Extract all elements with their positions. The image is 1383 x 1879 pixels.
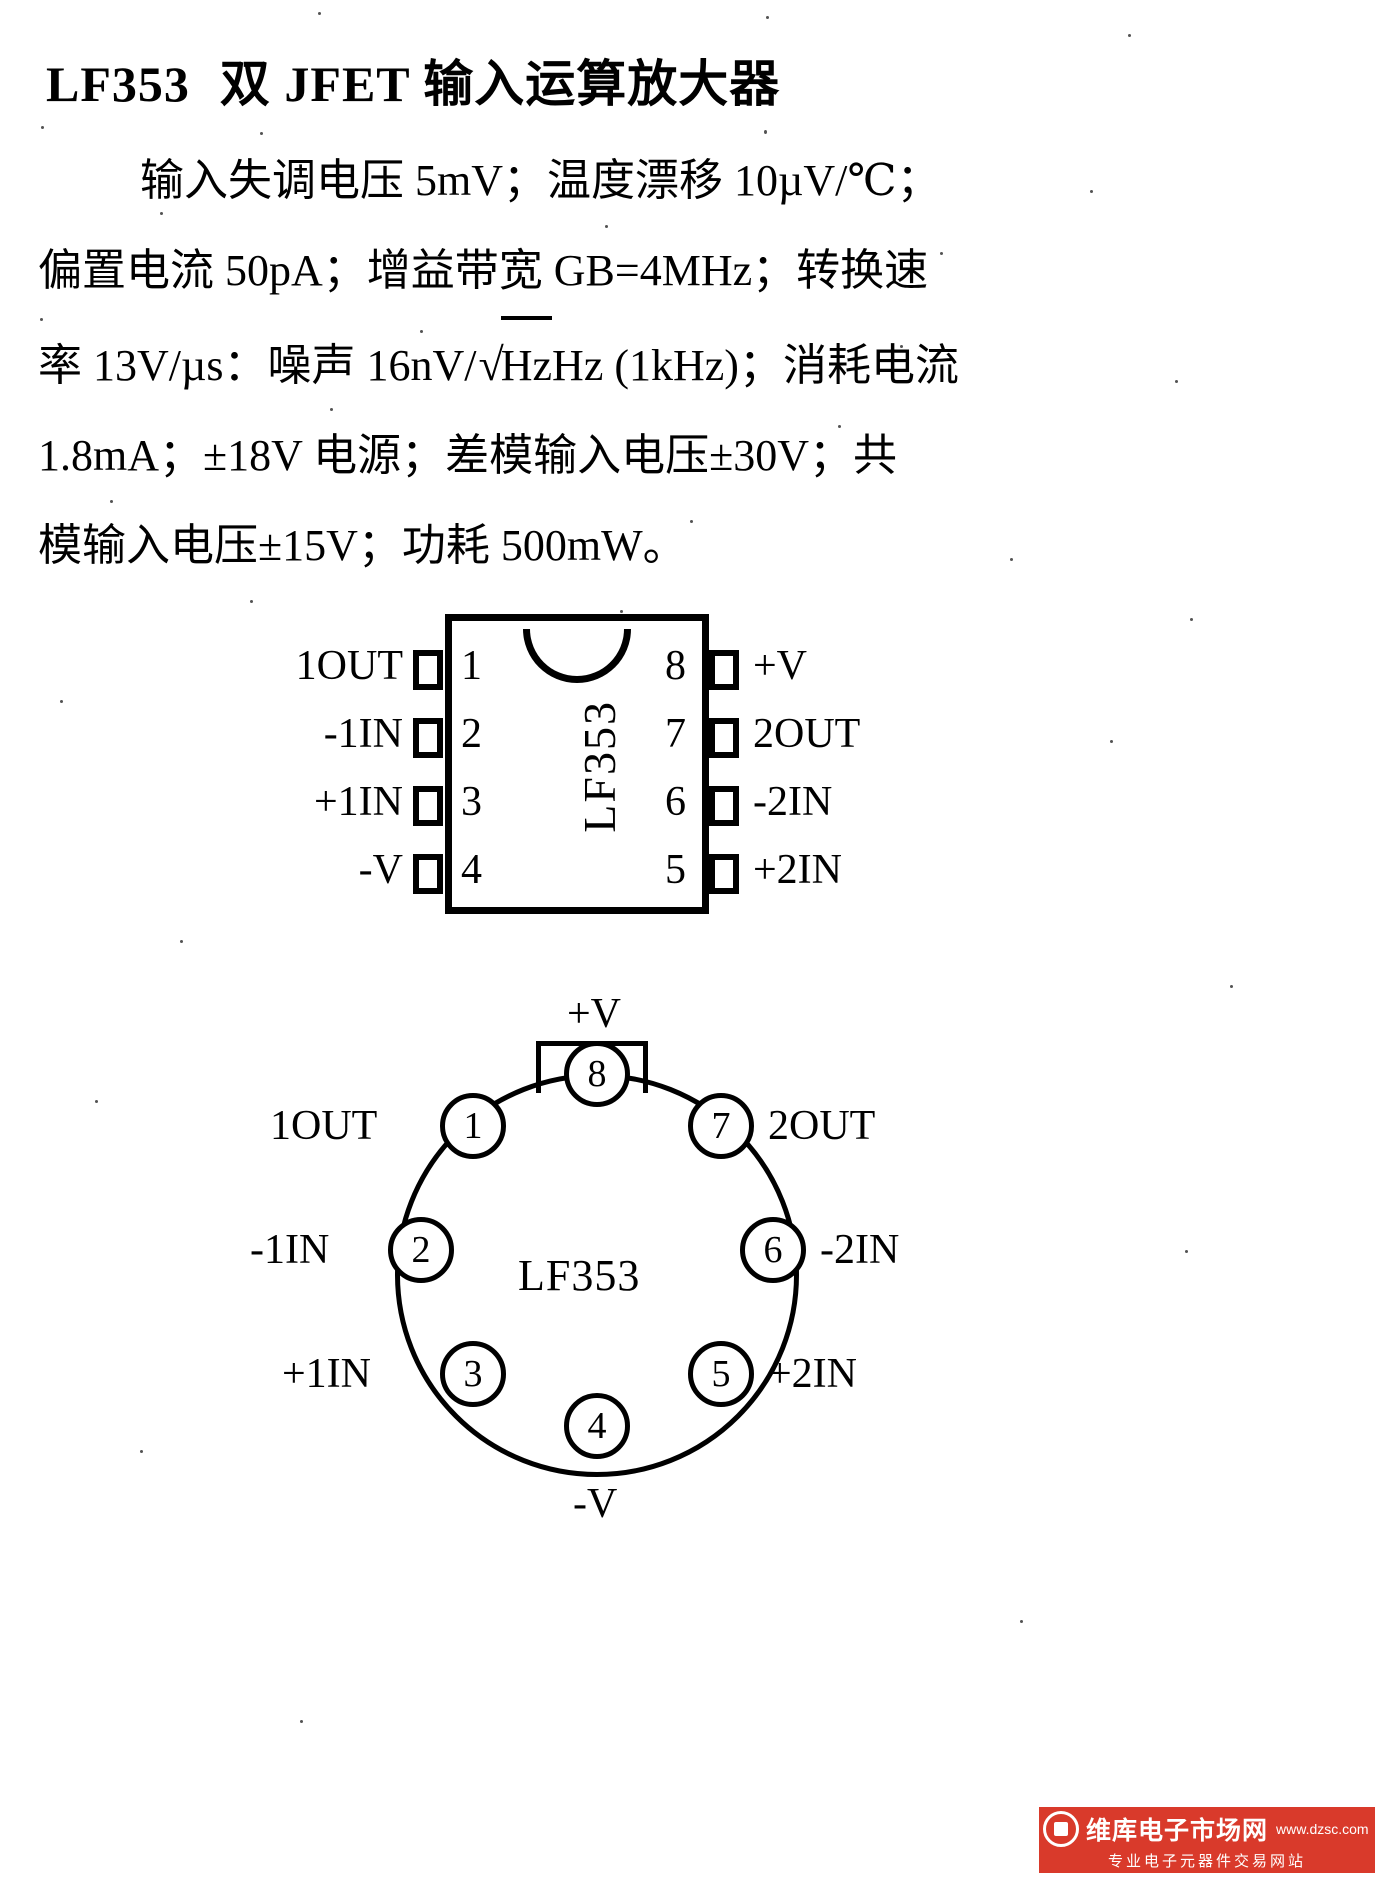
scan-speck (420, 330, 423, 333)
dip-package-diagram: LF353 1 1OUT 2 -1IN 3 +1IN 4 -V 8 +V 7 2… (255, 600, 1135, 930)
watermark-url: www.dzsc.com (1276, 1821, 1369, 1837)
dip-pin-label-plus1in: +1IN (313, 779, 403, 825)
spec-line-2: 偏置电流 50pA；增益带宽 GB=4MHz；转换速 (38, 246, 929, 295)
can-pin-label-1out: 1OUT (270, 1103, 378, 1149)
watermark-tagline: 专业电子元器件交易网站 (1039, 1851, 1375, 1873)
scan-speck (95, 1100, 98, 1103)
dip-chip-name-label: LF353 (574, 700, 625, 833)
scan-speck (838, 425, 841, 428)
can-chip-name-label: LF353 (518, 1251, 641, 1300)
page-title: LF353 双 JFET 输入运算放大器 (46, 44, 780, 116)
dip-pin-number-3: 3 (461, 779, 482, 825)
radicand: Hz (500, 316, 553, 411)
can-pin-4: 4 (564, 1393, 630, 1459)
spec-line-3-prefix: 率 13V/µs：噪声 16nV/ (38, 341, 477, 390)
spec-line-3: 率 13V/µs：噪声 16nV/√HzHz (1kHz)；消耗电流 (38, 316, 1163, 411)
watermark: 维库电子市场网 www.dzsc.com 专业电子元器件交易网站 (1039, 1807, 1375, 1873)
scan-speck (620, 610, 623, 613)
dip-pin-number-4: 4 (461, 847, 482, 893)
scan-speck (260, 132, 263, 135)
dip-pin-number-6: 6 (665, 779, 686, 825)
can-pin-label-minus1in: -1IN (250, 1227, 330, 1273)
spec-line-5: 模输入电压±15V；功耗 500mW。 (38, 521, 687, 570)
scan-speck (1230, 985, 1233, 988)
scan-speck (1090, 190, 1093, 193)
scan-speck (180, 940, 183, 943)
can-pin-2: 2 (388, 1217, 454, 1283)
dip-pin-label-minus2in: -2IN (753, 779, 833, 825)
watermark-site-name: 维库电子市场网 (1086, 1817, 1269, 1845)
dip-pin-number-7: 7 (665, 711, 686, 757)
dip-pin-number-5: 5 (665, 847, 686, 893)
scan-speck (160, 212, 163, 215)
can-pin-6: 6 (740, 1217, 806, 1283)
specifications-paragraph: 输入失调电压 5mV；温度漂移 10µV/℃； 偏置电流 50pA；增益带宽 G… (38, 136, 1163, 591)
scan-speck (318, 12, 321, 15)
dip-pin-number-1: 1 (461, 643, 482, 689)
scan-speck (940, 252, 943, 255)
can-pin-7: 7 (688, 1093, 754, 1159)
scan-speck (300, 1720, 303, 1723)
scan-speck (1128, 34, 1131, 37)
scan-speck (41, 126, 44, 129)
radical-sign-icon: √ (478, 339, 504, 390)
dip-pin-label-plusv: +V (753, 643, 808, 689)
dip-pin-lead-8 (709, 650, 739, 690)
page-title-description: 双 JFET 输入运算放大器 (219, 56, 781, 112)
scan-speck (1110, 740, 1113, 743)
dip-pin-lead-3 (413, 786, 443, 826)
can-pin-label-2out: 2OUT (768, 1103, 876, 1149)
dip-notch-icon (523, 629, 631, 683)
scan-speck (690, 520, 693, 523)
dip-pin-lead-5 (709, 854, 739, 894)
spec-line-3-suffix: Hz (1kHz)；消耗电流 (552, 341, 959, 390)
can-pin-8: 8 (564, 1041, 630, 1107)
scan-speck (140, 1450, 143, 1453)
scan-speck (605, 225, 608, 228)
scan-speck (900, 345, 903, 348)
weiku-logo-icon (1043, 1811, 1079, 1847)
dip-pin-label-plus2in: +2IN (753, 847, 843, 893)
dip-pin-label-2out: 2OUT (753, 711, 861, 757)
spec-line-1: 输入失调电压 5mV；温度漂移 10µV/℃； (140, 156, 941, 205)
dip-pin-number-8: 8 (665, 643, 686, 689)
scan-speck (1020, 1620, 1023, 1623)
scan-speck (766, 16, 769, 19)
can-pin-3: 3 (440, 1341, 506, 1407)
dip-pin-label-minus1in: -1IN (323, 711, 403, 757)
can-pin-label-plus1in: +1IN (282, 1351, 372, 1397)
scan-speck (1190, 618, 1193, 621)
square-root-expression: √Hz (476, 316, 553, 411)
scan-speck (60, 700, 63, 703)
scan-speck (40, 318, 43, 321)
can-pin-1: 1 (440, 1093, 506, 1159)
dip-pin-label-minusv: -V (358, 847, 403, 893)
dip-pin-lead-4 (413, 854, 443, 894)
page-title-part-number: LF353 (46, 56, 190, 112)
scan-speck (250, 600, 253, 603)
can-pin-label-minus2in: -2IN (820, 1227, 900, 1273)
dip-pin-lead-7 (709, 718, 739, 758)
can-pin-5: 5 (688, 1341, 754, 1407)
scan-speck (110, 500, 113, 503)
dip-pin-lead-2 (413, 718, 443, 758)
can-pin-label-minusv: -V (573, 1481, 618, 1527)
watermark-top-row: 维库电子市场网 www.dzsc.com (1039, 1807, 1375, 1851)
scan-speck (1185, 1250, 1188, 1253)
scan-speck (1010, 558, 1013, 561)
dip-pin-lead-1 (413, 650, 443, 690)
dip-pin-label-1out: 1OUT (295, 643, 403, 689)
scan-speck (1175, 380, 1178, 383)
scan-speck (764, 130, 767, 134)
can-package-diagram: LF353 8 +V 1 1OUT 2 -1IN 3 +1IN 4 -V 5 +… (240, 985, 1140, 1585)
can-pin-label-plus2in: +2IN (768, 1351, 858, 1397)
scan-speck (330, 408, 333, 411)
dip-pin-lead-6 (709, 786, 739, 826)
dip-body-outline (445, 614, 709, 914)
spec-line-4: 1.8mA；±18V 电源；差模输入电压±30V；共 (38, 431, 898, 480)
dip-pin-number-2: 2 (461, 711, 482, 757)
can-pin-label-plusv: +V (567, 991, 622, 1037)
